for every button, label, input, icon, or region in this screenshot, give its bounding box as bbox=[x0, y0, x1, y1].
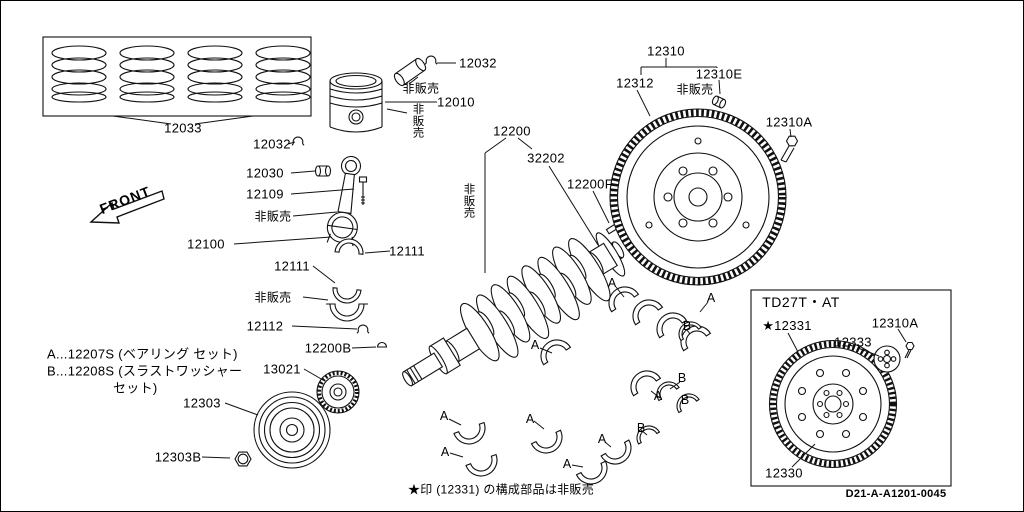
not-sold-rod: 非販売 bbox=[254, 209, 292, 224]
not-sold-crank: 非販売 bbox=[462, 183, 475, 219]
callout-12111-upper: 12111 bbox=[389, 243, 425, 259]
callout-12200B: 12200B bbox=[304, 340, 352, 356]
callout-12033: 12033 bbox=[164, 120, 202, 136]
not-sold-shell: 非販売 bbox=[254, 290, 292, 305]
ring-gear bbox=[610, 109, 786, 285]
inset-bolt bbox=[904, 341, 915, 359]
crank-gear bbox=[316, 370, 360, 414]
flywheel bbox=[609, 108, 787, 286]
bearing-marker: B bbox=[680, 393, 690, 407]
callout-12200: 12200 bbox=[493, 123, 531, 139]
callout-12333: 12333 bbox=[834, 334, 872, 350]
callout-12030: 12030 bbox=[246, 165, 284, 181]
ring-set-1 bbox=[51, 45, 107, 103]
callout-12312: 12312 bbox=[616, 75, 654, 91]
bearing-marker: A bbox=[530, 338, 540, 352]
inset-title: TD27T・AT bbox=[762, 294, 840, 310]
bearing-marker: B bbox=[677, 371, 687, 385]
bearing-marker: A bbox=[525, 412, 535, 426]
bearing-marker: A bbox=[653, 389, 663, 403]
diagram-code: D21-A-A1201-0045 bbox=[845, 488, 947, 500]
callout-12032-pin: 12032 bbox=[459, 55, 497, 71]
crank-pulley bbox=[253, 391, 331, 469]
bearing-marker: A bbox=[607, 276, 617, 290]
ring-set-2 bbox=[119, 45, 175, 103]
flywheel-bolt bbox=[780, 135, 799, 163]
piston bbox=[329, 72, 383, 133]
snap-ring-icon bbox=[291, 55, 438, 334]
piston-ring-box bbox=[42, 36, 312, 117]
callout-12330: 12330 bbox=[765, 465, 803, 481]
bearing-marker: B bbox=[636, 421, 646, 435]
callout-12010: 12010 bbox=[437, 94, 475, 110]
callout-12032-clip: 12032 bbox=[253, 136, 291, 152]
woodruff-key bbox=[376, 341, 388, 348]
bearing-marker: B bbox=[682, 319, 692, 333]
bearing-marker: A bbox=[440, 445, 450, 459]
callout-12111-lower: 12111 bbox=[274, 258, 310, 274]
not-sold-piston: 非販売 bbox=[411, 103, 424, 139]
callout-32202: 32202 bbox=[527, 150, 565, 166]
callout-13021: 13021 bbox=[263, 361, 301, 377]
callout-12200F: 12200F bbox=[567, 176, 613, 192]
leader-lines bbox=[112, 58, 907, 468]
pilot-bushing bbox=[711, 95, 727, 109]
callout-12310A: 12310A bbox=[765, 114, 813, 130]
rod-bushing bbox=[314, 165, 332, 177]
adapter-plate bbox=[873, 345, 901, 373]
callout-12303: 12303 bbox=[183, 395, 221, 411]
bearing-marker: A bbox=[597, 432, 607, 446]
not-sold-pilot: 非販売 bbox=[676, 82, 714, 97]
rod-bolt bbox=[358, 176, 368, 205]
piston-pin bbox=[393, 57, 427, 87]
callout-12310E: 12310E bbox=[695, 66, 743, 82]
drive-plate bbox=[768, 339, 898, 469]
front-arrow bbox=[89, 190, 165, 224]
callout-12303B: 12303B bbox=[154, 449, 202, 465]
bearing-marker: A bbox=[562, 457, 572, 471]
pulley-bolt bbox=[234, 451, 252, 467]
not-sold-pin: 非販売 bbox=[402, 81, 440, 96]
rod-bearing-shells bbox=[326, 238, 368, 322]
callout-12310A-inset: 12310A bbox=[871, 315, 919, 331]
bearing-marker: A bbox=[706, 291, 716, 305]
crankshaft bbox=[402, 232, 626, 387]
callout-12109: 12109 bbox=[246, 186, 284, 202]
connecting-rod bbox=[326, 155, 362, 247]
legend-line-b: B...12208S (スラストワッシャー bbox=[47, 363, 243, 379]
callout-12310: 12310 bbox=[647, 43, 685, 59]
ring-set-4 bbox=[255, 45, 311, 103]
legend-line-b2: セット) bbox=[113, 380, 158, 396]
bearing-marker: A bbox=[439, 409, 449, 423]
callout-12331: ★12331 bbox=[762, 318, 812, 333]
callout-12112: 12112 bbox=[246, 318, 284, 334]
inset-box bbox=[750, 289, 952, 487]
legend-line-a: A...12207S (ベアリング セット) bbox=[47, 346, 238, 362]
ring-set-3 bbox=[187, 45, 243, 103]
footnote: ★印 (12331) の構成部品は非販売 bbox=[407, 482, 595, 497]
callout-12100: 12100 bbox=[187, 236, 225, 252]
